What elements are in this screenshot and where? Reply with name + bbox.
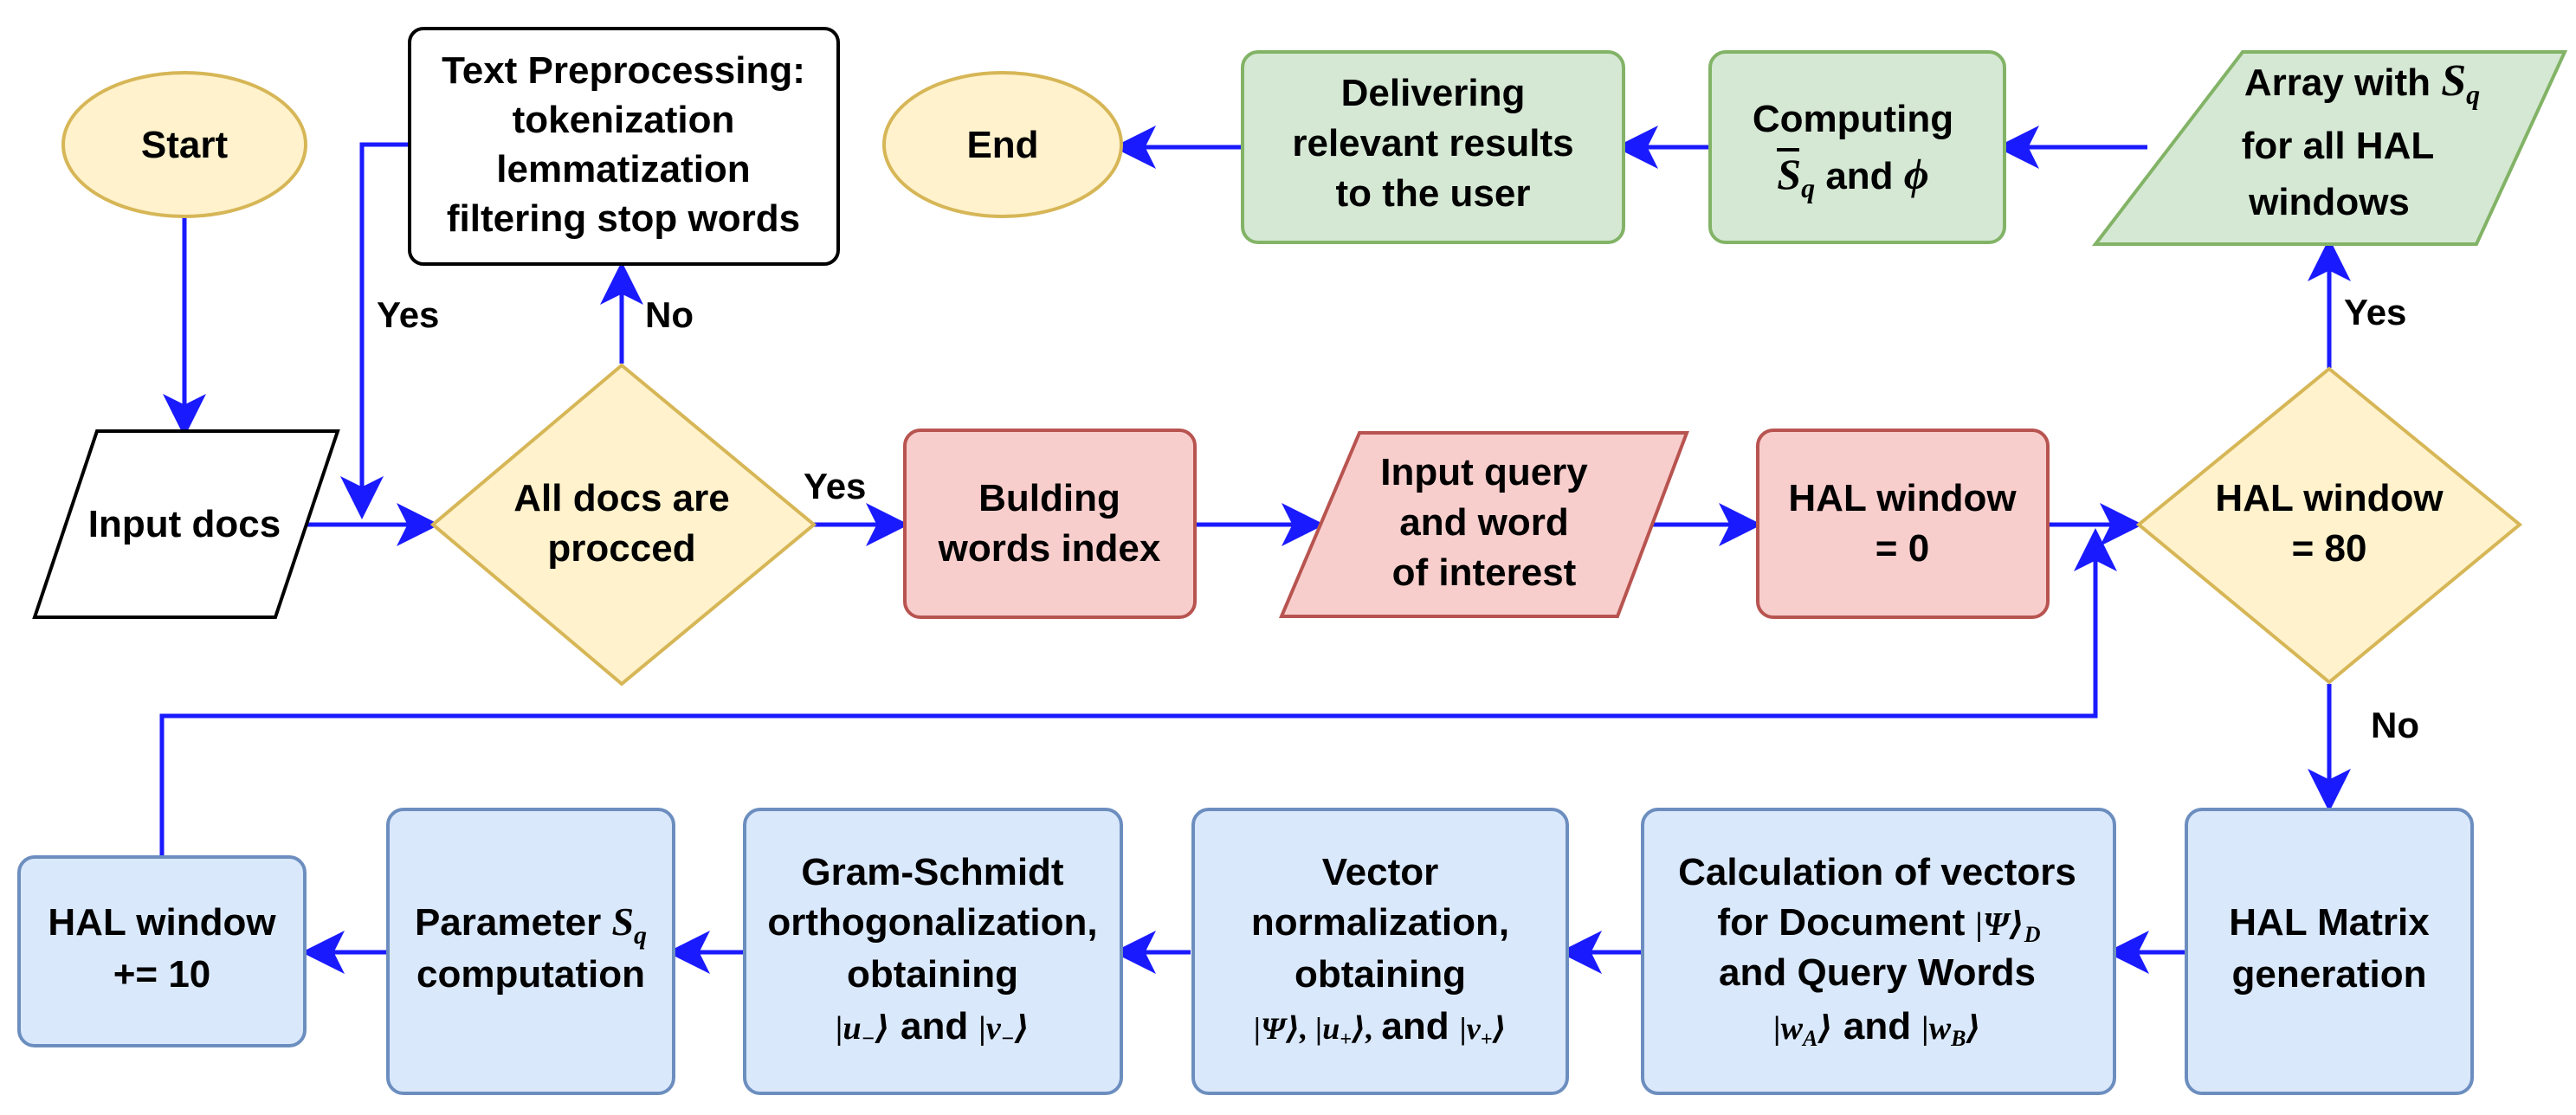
node-input-query: Input query and word of interest [1278, 431, 1689, 618]
svg-text:to the user: to the user [1336, 172, 1531, 215]
svg-text:obtaining: obtaining [847, 953, 1018, 996]
svg-text:Vector: Vector [1322, 851, 1439, 893]
svg-text:Computing: Computing [1753, 98, 1953, 140]
svg-text:HAL window: HAL window [1788, 477, 2017, 519]
svg-text:Input query: Input query [1380, 451, 1588, 493]
node-input-docs: Input docs [32, 429, 340, 619]
node-gram-schmidt: Gram-Schmidt orthogonalization, obtainin… [743, 808, 1123, 1095]
label-no-matrix: No [2371, 705, 2419, 745]
svg-text:Text Preprocessing:: Text Preprocessing: [442, 49, 805, 92]
svg-text:lemmatization: lemmatization [496, 148, 750, 190]
svg-text:Delivering: Delivering [1341, 72, 1526, 114]
node-parameter-sq: Parameter Sq computation [386, 808, 675, 1095]
svg-text:filtering stop words: filtering stop words [447, 197, 800, 240]
node-building-index: Bulding words index [903, 429, 1197, 619]
node-hal-window-80: HAL window = 80 [2135, 366, 2523, 685]
svg-text:Calculation of vectors: Calculation of vectors [1678, 851, 2076, 893]
svg-text:Bulding: Bulding [978, 477, 1120, 519]
svg-text:HAL window: HAL window [2215, 477, 2444, 519]
svg-text:obtaining: obtaining [1294, 953, 1466, 996]
svg-text:normalization,: normalization, [1251, 901, 1509, 944]
svg-text:End: End [966, 124, 1038, 166]
node-end: End [882, 71, 1123, 218]
svg-text:Gram-Schmidt: Gram-Schmidt [801, 851, 1064, 893]
svg-text:and word: and word [1399, 501, 1569, 544]
node-hal-window-inc: HAL window += 10 [17, 855, 307, 1047]
svg-text:Start: Start [141, 124, 229, 166]
svg-text:computation: computation [416, 953, 645, 996]
edge-preprocess-loop [340, 142, 410, 519]
svg-text:windows: windows [2248, 181, 2410, 223]
array-line1: Array with Sq [2244, 56, 2480, 110]
svg-text:HAL Matrix: HAL Matrix [2229, 901, 2430, 944]
node-vector-normalization: Vector normalization, obtaining |Ψ⟩, |u+… [1191, 808, 1569, 1095]
svg-text:= 80: = 80 [2292, 527, 2367, 570]
node-array-sq: Array with Sq for all HAL windows [2091, 50, 2568, 246]
label-yes-index: Yes [804, 466, 866, 506]
svg-text:orthogonalization,: orthogonalization, [767, 901, 1097, 944]
gram-line4: |u−⟩ and |v−⟩ [836, 1005, 1030, 1051]
svg-text:HAL window: HAL window [48, 901, 276, 944]
svg-text:words index: words index [938, 527, 1161, 570]
svg-text:of interest: of interest [1392, 551, 1577, 594]
node-all-docs-processed: All docs are procced [429, 363, 817, 686]
param-line1: Parameter Sq [415, 899, 647, 950]
calc-line4: |wA⟩ and |wB⟩ [1773, 1005, 1981, 1051]
label-no-preprocess: No [645, 294, 694, 335]
label-yes-loop: Yes [377, 294, 439, 335]
node-hal-window-zero: HAL window = 0 [1756, 429, 2050, 619]
svg-text:tokenization: tokenization [513, 99, 735, 141]
svg-text:and Query Words: and Query Words [1719, 951, 2036, 994]
svg-text:Input docs: Input docs [88, 503, 281, 545]
svg-text:= 0: = 0 [1876, 527, 1929, 570]
norm-line4: |Ψ⟩, |u+⟩, and |v+⟩ [1254, 1005, 1507, 1051]
edges [159, 126, 2351, 974]
node-hal-matrix: HAL Matrix generation [2185, 808, 2474, 1095]
label-yes-array: Yes [2344, 292, 2406, 332]
edge-labels: Yes No Yes Yes No [377, 292, 2419, 745]
svg-text:relevant results: relevant results [1292, 122, 1573, 164]
svg-text:procced: procced [547, 527, 695, 570]
svg-text:for all HAL: for all HAL [2242, 125, 2434, 167]
svg-text:All docs are: All docs are [513, 477, 729, 519]
node-start: Start [61, 71, 307, 218]
node-delivering: Delivering relevant results to the user [1241, 50, 1625, 244]
computing-formula: Sq and ϕ [1777, 150, 1928, 203]
calc-line2: for Document |Ψ⟩D [1717, 901, 2040, 947]
node-computing: Computing Sq and ϕ [1708, 50, 2006, 244]
edge-inc-loop-back [159, 528, 2117, 857]
svg-text:+= 10: += 10 [113, 953, 211, 996]
node-text-preprocessing: Text Preprocessing: tokenization lemmati… [408, 27, 840, 266]
node-calc-vectors: Calculation of vectors for Document |Ψ⟩D… [1641, 808, 2116, 1095]
svg-text:generation: generation [2232, 953, 2427, 996]
